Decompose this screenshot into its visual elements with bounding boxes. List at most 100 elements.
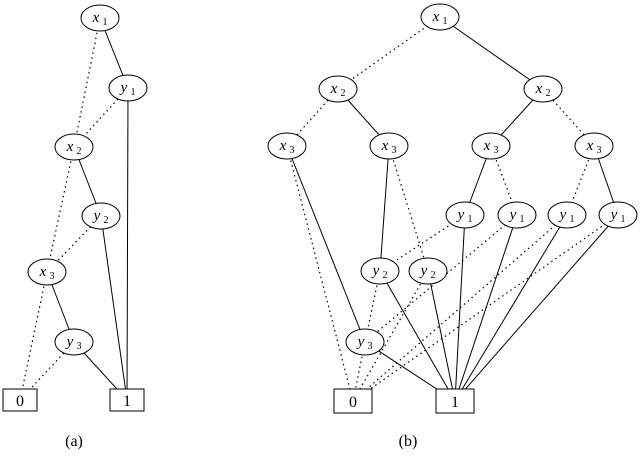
terminal-node-0: 0: [2, 388, 38, 412]
edge-dotted-y1c-to-t0: [352, 214, 568, 402]
terminal-node-0: 0: [333, 388, 373, 414]
node-variable-label: x: [330, 81, 338, 97]
node-variable-label: y: [371, 263, 380, 279]
node-ellipse: [445, 201, 485, 229]
edge-solid-y1-to-t1: [126, 87, 129, 401]
terminal-box: [333, 388, 373, 414]
node-subscript-label: 2: [431, 270, 436, 281]
node-variable-label: y: [119, 80, 128, 96]
node-subscript-label: 3: [368, 341, 373, 352]
edge-solid-x3b-to-y2a: [379, 145, 390, 272]
edge-dotted-x2-to-x3: [46, 146, 75, 273]
node-ellipse: [54, 133, 94, 161]
edge-solid-x3a-to-y3: [286, 145, 366, 343]
node-variable-label: x: [66, 139, 74, 155]
node-subscript-label: 2: [104, 215, 109, 226]
node-subscript-label: 3: [392, 145, 397, 156]
node-variable-label: x: [535, 81, 543, 97]
caption-b: (b): [399, 433, 418, 450]
terminal-node-1: 1: [435, 388, 475, 414]
node-subscript-label: 1: [520, 214, 525, 225]
node-ellipse: [497, 201, 537, 229]
node-ellipse: [81, 202, 121, 230]
node-variable-label: y: [456, 207, 465, 223]
edge-solid-y2a-to-t1: [379, 270, 456, 402]
node-subscript-label: 2: [383, 270, 388, 281]
node-ellipse: [547, 201, 587, 229]
node-subscript-label: 3: [290, 145, 295, 156]
node-variable-label: y: [92, 208, 101, 224]
node-subscript-label: 1: [468, 214, 473, 225]
node-variable-label: y: [558, 207, 567, 223]
edge-solid-y1d-to-t1: [454, 214, 619, 402]
edge-dotted-x3-to-t0: [19, 271, 48, 401]
node-subscript-label: 2: [77, 146, 82, 157]
node-variable-label: x: [92, 10, 100, 26]
edge-solid-y1c-to-t1: [454, 214, 568, 402]
terminal-label: 1: [123, 393, 131, 410]
node-subscript-label: 1: [131, 87, 136, 98]
edge-dotted-y1a-to-y2a: [379, 214, 466, 272]
edge-dotted-x3a-to-t0: [286, 145, 354, 402]
edge-dotted-x3b-to-y2b: [388, 145, 429, 272]
node-ellipse: [318, 75, 358, 103]
node-ellipse: [523, 75, 563, 103]
edge-dotted-y1b-to-y3: [364, 214, 518, 343]
node-variable-label: y: [609, 207, 618, 223]
node-variable-label: y: [419, 263, 428, 279]
edge-dotted-x1-to-x2L: [337, 16, 441, 90]
node-ellipse: [80, 4, 120, 32]
node-subscript-label: 1: [443, 16, 448, 27]
node-variable-label: x: [586, 138, 594, 154]
terminal-box: [435, 388, 475, 414]
terminal-label: 0: [16, 393, 24, 410]
node-ellipse: [345, 328, 385, 356]
node-variable-label: y: [65, 334, 74, 350]
terminal-node-1: 1: [109, 388, 145, 412]
node-variable-label: y: [508, 207, 517, 223]
edge-solid-y2-to-t1: [100, 215, 128, 401]
node-subscript-label: 2: [546, 88, 551, 99]
node-subscript-label: 1: [570, 214, 575, 225]
caption-a: (a): [65, 433, 83, 450]
node-subscript-label: 3: [494, 145, 499, 156]
node-ellipse: [267, 132, 307, 160]
node-ellipse: [420, 3, 460, 31]
node-ellipse: [471, 132, 511, 160]
node-variable-label: x: [483, 138, 491, 154]
node-subscript-label: 3: [77, 341, 82, 352]
node-variable-label: x: [39, 264, 47, 280]
node-ellipse: [360, 257, 400, 285]
node-subscript-label: 1: [103, 17, 108, 28]
edge-solid-y2b-to-t1: [427, 270, 456, 402]
node-variable-label: x: [432, 9, 440, 25]
node-ellipse: [54, 328, 94, 356]
node-ellipse: [598, 201, 638, 229]
node-variable-label: x: [279, 138, 287, 154]
node-variable-label: x: [381, 138, 389, 154]
node-subscript-label: 1: [621, 214, 626, 225]
node-ellipse: [369, 132, 409, 160]
node-subscript-label: 2: [341, 88, 346, 99]
edge-solid-y1a-to-t1: [454, 214, 466, 402]
